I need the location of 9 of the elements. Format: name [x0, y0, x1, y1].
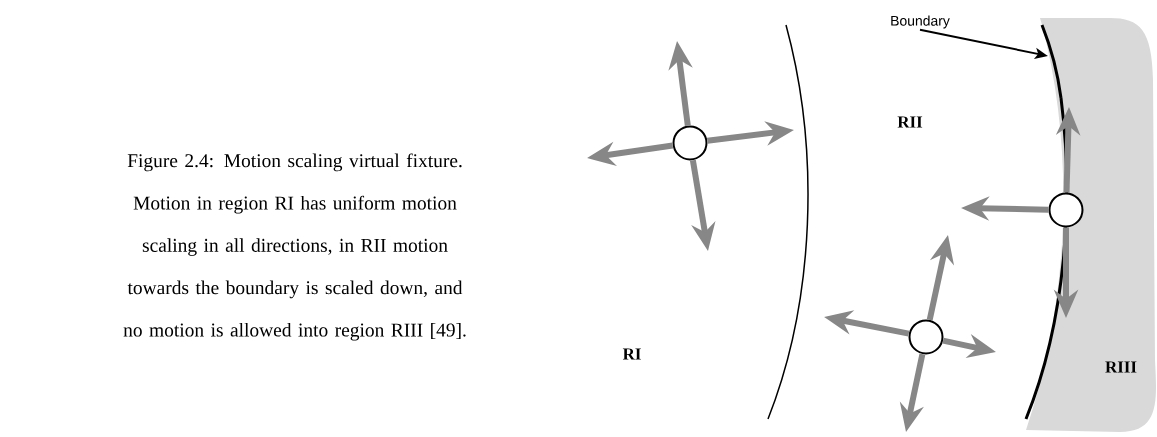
point-circle — [672, 125, 708, 161]
boundary-line — [1040, 24, 1063, 99]
region-label: RIII — [1105, 361, 1137, 373]
point-circle — [1048, 192, 1084, 228]
caption: Figure 2.4: Motion scaling virtual fixture. Motion in region RI has uniform motion scaling in all directions, in RII motion towards the boundary is scaled down, and no motion is allowed into region RIII [49]. — [123, 153, 466, 341]
region-label: RI — [622, 348, 641, 360]
region-label: RII — [897, 116, 923, 128]
callout-text: Boundary — [891, 15, 950, 29]
point-circle — [908, 319, 944, 355]
